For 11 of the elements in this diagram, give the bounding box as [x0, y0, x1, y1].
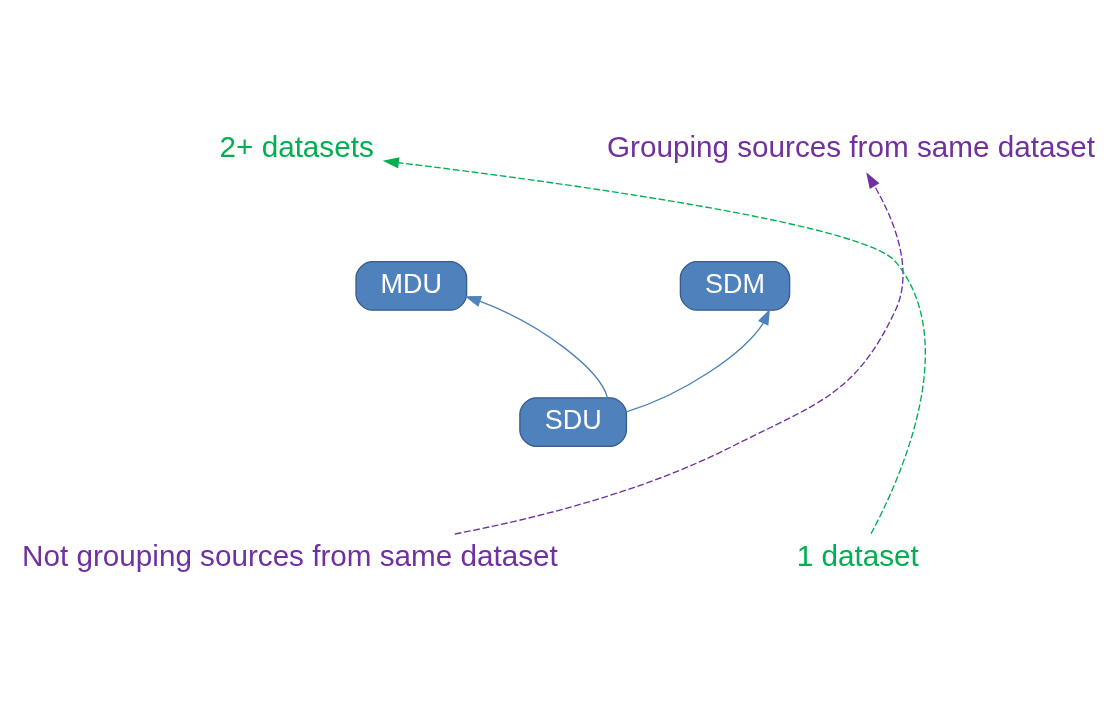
arrow — [625, 308, 771, 412]
arrow — [464, 295, 609, 398]
node-text: 2+ datasets — [219, 129, 374, 163]
node-box: MDU — [355, 260, 468, 311]
node-text: 1 dataset — [796, 538, 919, 572]
arrow — [454, 171, 904, 535]
node-text: Grouping sources from same dataset — [607, 129, 1095, 163]
node-box: SDU — [519, 396, 628, 447]
arrow — [382, 156, 926, 534]
node-box: SDM — [679, 260, 791, 311]
node-text: Not grouping sources from same dataset — [22, 538, 558, 572]
